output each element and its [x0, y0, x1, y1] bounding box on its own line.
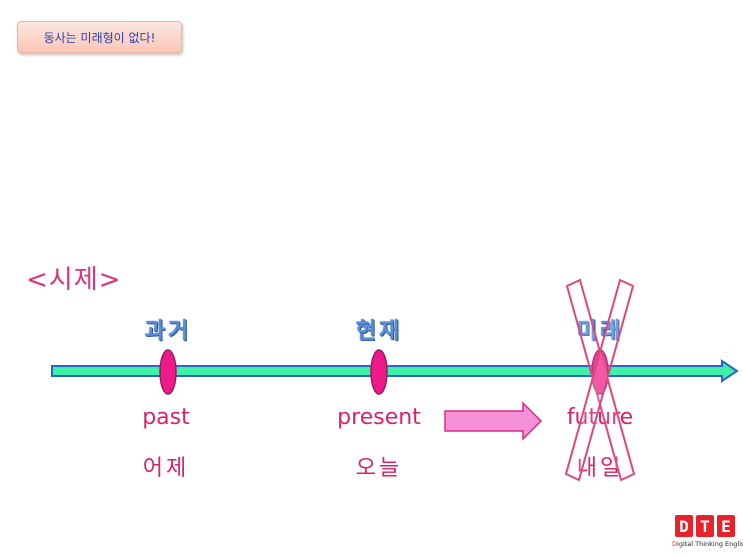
title-text: 동사는 미래형이 없다!: [43, 30, 156, 45]
present-en-label: present: [337, 405, 421, 430]
future-en-label: future: [566, 405, 634, 430]
marker-present: [370, 349, 388, 395]
marker-past: [159, 349, 177, 395]
past-en-label: past: [142, 405, 190, 430]
logo-letter-d: D: [675, 515, 693, 537]
logo-tagline: Digital Thinking English: [672, 540, 743, 548]
timeline-arrow: [51, 359, 739, 383]
logo-letter-t: T: [696, 515, 714, 537]
heading: <시제>: [26, 265, 122, 295]
future-kr-bottom-label: 내일: [576, 456, 624, 481]
logo-tagline-rest: igital Thinking English: [677, 540, 743, 548]
marker-future: [591, 349, 609, 395]
logo-letter-e: E: [717, 515, 735, 537]
logo-tagline-first: D: [672, 540, 678, 548]
title-box: 동사는 미래형이 없다!: [17, 21, 182, 53]
present-kr-label: 현재: [355, 319, 403, 344]
progress-arrow: [444, 401, 543, 441]
logo-mark: D T E: [672, 515, 738, 537]
future-kr-label: 미래: [576, 319, 624, 344]
dte-logo: D T E Digital Thinking English: [672, 515, 743, 548]
past-kr-bottom-label: 어제: [142, 456, 190, 481]
past-kr-label: 과거: [144, 319, 192, 344]
present-kr-bottom-label: 오늘: [355, 456, 403, 481]
